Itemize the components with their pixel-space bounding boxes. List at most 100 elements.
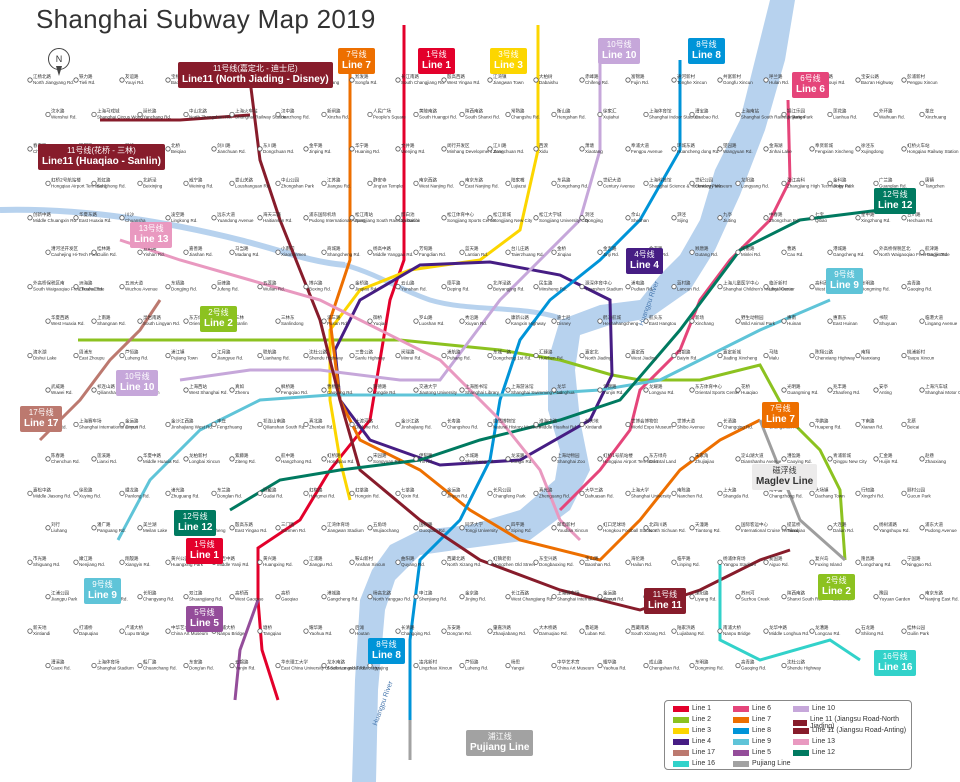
station-marker[interactable] (211, 146, 217, 152)
station-marker[interactable] (625, 421, 631, 428)
station-marker[interactable] (717, 352, 723, 359)
station-marker[interactable] (781, 456, 787, 462)
station-marker[interactable] (919, 456, 925, 462)
station-marker[interactable] (395, 421, 401, 428)
station-marker[interactable] (45, 318, 51, 324)
station-marker[interactable] (303, 421, 309, 428)
station-marker[interactable] (579, 559, 585, 565)
station-marker[interactable] (321, 525, 327, 531)
station-marker[interactable] (919, 318, 925, 324)
station-marker[interactable] (349, 559, 355, 565)
station-marker[interactable] (901, 628, 907, 634)
station-marker[interactable] (137, 111, 143, 118)
station-marker[interactable] (91, 662, 97, 669)
station-marker[interactable] (275, 111, 281, 118)
station-marker[interactable] (119, 421, 125, 428)
station-marker[interactable] (717, 421, 723, 428)
station-marker[interactable] (735, 456, 741, 462)
station-marker[interactable] (183, 662, 189, 669)
station-marker[interactable] (275, 318, 281, 324)
station-marker[interactable] (625, 77, 631, 83)
station-marker[interactable] (91, 456, 97, 462)
station-marker[interactable] (643, 111, 649, 118)
station-marker[interactable] (119, 628, 125, 634)
station-marker[interactable] (27, 146, 33, 152)
station-marker[interactable] (211, 352, 217, 359)
station-marker[interactable] (413, 525, 419, 531)
station-marker[interactable] (349, 490, 355, 496)
station-marker[interactable] (257, 284, 263, 290)
station-marker[interactable] (183, 318, 189, 324)
station-marker[interactable] (671, 352, 677, 359)
station-marker[interactable] (183, 180, 189, 186)
station-marker[interactable] (551, 249, 557, 255)
station-marker[interactable] (367, 456, 373, 462)
station-marker[interactable] (689, 111, 695, 118)
station-marker[interactable] (505, 525, 511, 531)
station-marker[interactable] (229, 249, 235, 255)
station-marker[interactable] (413, 662, 419, 669)
station-marker[interactable] (671, 559, 677, 565)
station-marker[interactable] (321, 180, 327, 186)
station-marker[interactable] (671, 77, 677, 83)
station-marker[interactable] (901, 490, 907, 496)
station-marker[interactable] (919, 387, 925, 393)
station-marker[interactable] (625, 490, 631, 496)
station-marker[interactable] (763, 559, 769, 565)
station-marker[interactable] (671, 421, 677, 428)
station-marker[interactable] (395, 215, 401, 221)
station-marker[interactable] (459, 180, 465, 186)
station-marker[interactable] (551, 662, 557, 669)
station-marker[interactable] (229, 180, 235, 186)
station-marker[interactable] (597, 387, 603, 393)
station-marker[interactable] (827, 249, 833, 255)
station-marker[interactable] (671, 490, 677, 496)
station-marker[interactable] (579, 628, 585, 634)
station-marker[interactable] (505, 456, 511, 462)
station-marker[interactable] (211, 215, 217, 221)
station-marker[interactable] (257, 628, 263, 634)
station-marker[interactable] (735, 525, 741, 531)
station-marker[interactable] (165, 490, 171, 496)
